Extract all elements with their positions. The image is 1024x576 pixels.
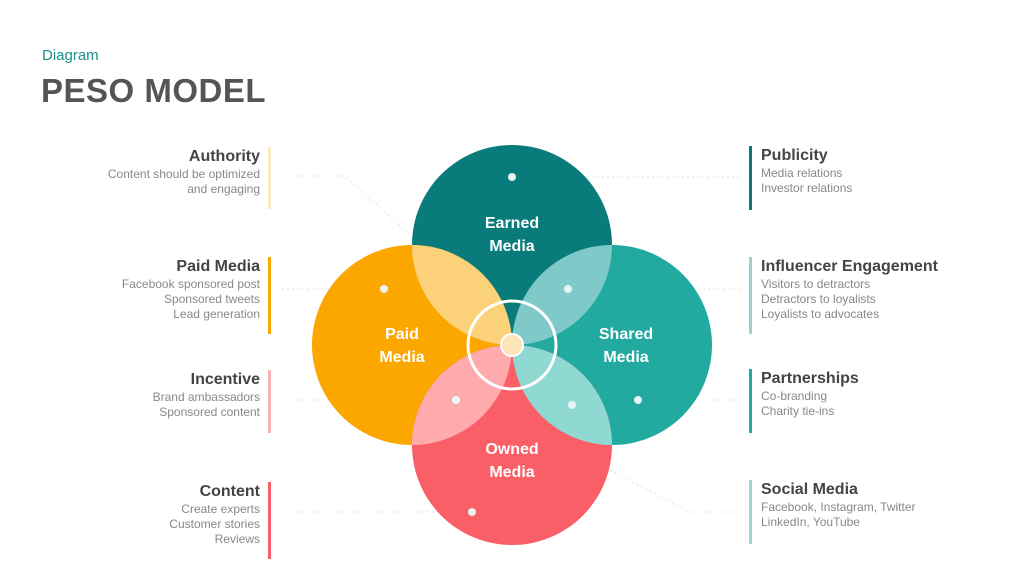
center-ring bbox=[466, 299, 558, 391]
item-title: Incentive bbox=[190, 371, 260, 388]
circle-label-line: Earned bbox=[485, 215, 539, 232]
item-line: Lead generation bbox=[173, 307, 260, 321]
item-line: Facebook, Instagram, Twitter bbox=[761, 500, 916, 514]
item-line: Content should be optimized bbox=[107, 167, 260, 181]
item-accent-bar bbox=[268, 147, 271, 209]
item-line: Brand ambassadors bbox=[152, 390, 260, 404]
item-accent-bar bbox=[268, 482, 271, 559]
item-line: and engaging bbox=[187, 182, 260, 196]
item-line: Co-branding bbox=[761, 389, 828, 403]
item-title: Authority bbox=[188, 148, 260, 165]
item-line: LinkedIn, YouTube bbox=[761, 515, 860, 529]
circle-label-line: Media bbox=[489, 464, 534, 481]
item-title: Content bbox=[199, 483, 260, 500]
item-line: Reviews bbox=[214, 532, 260, 546]
item-line: Create experts bbox=[181, 502, 260, 516]
dot-publicity bbox=[508, 173, 516, 181]
page-title: PESO MODEL bbox=[41, 72, 267, 109]
right-item-social-media: Social Media Facebook, Instagram, Twitte… bbox=[749, 480, 1021, 544]
left-item-content: Content Create experts Customer stories … bbox=[30, 482, 271, 559]
item-line: Loyalists to advocates bbox=[761, 307, 880, 321]
item-line: Media relations bbox=[761, 166, 843, 180]
item-accent-bar bbox=[749, 369, 752, 433]
item-line: Sponsored content bbox=[159, 405, 260, 419]
dot-incentive bbox=[452, 396, 460, 404]
right-item-influencer-engagement: Influencer Engagement Visitors to detrac… bbox=[749, 257, 1021, 334]
center-dot bbox=[500, 333, 524, 357]
left-item-paid-media: Paid Media Facebook sponsored post Spons… bbox=[30, 257, 271, 334]
item-line: Charity tie-ins bbox=[761, 404, 835, 418]
item-title: Paid Media bbox=[176, 258, 260, 275]
item-line: Customer stories bbox=[169, 517, 260, 531]
owned-shared-overlap bbox=[512, 345, 612, 445]
left-item-authority: Authority Content should be optimized an… bbox=[30, 147, 271, 209]
circle-label-line: Paid bbox=[385, 326, 419, 343]
circle-label-line: Owned bbox=[485, 441, 538, 458]
earned-shared-overlap bbox=[512, 245, 612, 345]
item-line: Facebook sponsored post bbox=[121, 277, 260, 291]
item-line: Visitors to detractors bbox=[761, 277, 871, 291]
item-accent-bar bbox=[749, 480, 752, 544]
right-item-partnerships: Partnerships Co-branding Charity tie-ins bbox=[749, 369, 1021, 433]
circle-label-line: Media bbox=[603, 349, 648, 366]
circle-label-line: Shared bbox=[599, 326, 653, 343]
item-title: Partnerships bbox=[761, 370, 859, 387]
dot-partnership bbox=[568, 401, 576, 409]
right-item-publicity: Publicity Media relations Investor relat… bbox=[749, 146, 1021, 210]
subtitle: Diagram bbox=[42, 47, 99, 64]
circle-label-line: Media bbox=[489, 238, 534, 255]
dot-partnership-right bbox=[634, 396, 642, 404]
item-title: Influencer Engagement bbox=[761, 258, 938, 275]
dot-content bbox=[468, 508, 476, 516]
item-line: Detractors to loyalists bbox=[761, 292, 876, 306]
item-line: Sponsored tweets bbox=[163, 292, 260, 306]
item-accent-bar bbox=[749, 257, 752, 334]
item-accent-bar bbox=[268, 257, 271, 334]
left-item-incentive: Incentive Brand ambassadors Sponsored co… bbox=[30, 370, 271, 433]
owned-paid-overlap bbox=[412, 345, 512, 445]
item-line: Investor relations bbox=[761, 181, 853, 195]
item-title: Social Media bbox=[761, 481, 858, 498]
item-accent-bar bbox=[268, 370, 271, 433]
earned-paid-overlap bbox=[412, 245, 512, 345]
item-accent-bar bbox=[749, 146, 752, 210]
dot-paid bbox=[380, 285, 388, 293]
dot-influencer bbox=[564, 285, 572, 293]
item-title: Publicity bbox=[761, 147, 828, 164]
circle-label-line: Media bbox=[379, 349, 424, 366]
